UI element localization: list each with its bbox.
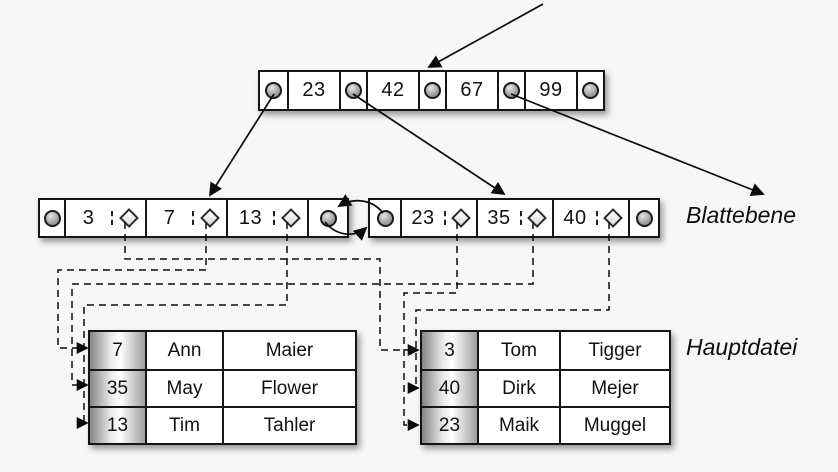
main-file-label: Hauptdatei	[686, 334, 798, 360]
leaf-node-right: 23 35 40	[368, 198, 660, 238]
leaf-key-cell: 3	[64, 200, 145, 236]
record-key: 3	[422, 332, 477, 369]
leaf-key-cell: 13	[226, 200, 307, 236]
leaf-key: 3	[82, 206, 95, 229]
entry-arrow-to-root	[427, 3, 544, 68]
record-first-name: Dirk	[477, 369, 559, 406]
record-last-name: Mejer	[559, 369, 669, 406]
leaf-key: 7	[163, 206, 176, 229]
root-node: 23 42 67 99	[258, 70, 605, 111]
pointer-circle-icon	[424, 82, 441, 99]
record-pointer-cell	[444, 208, 476, 228]
record-pointer-diamond-icon	[281, 208, 301, 228]
pointer-circle-icon	[635, 209, 653, 227]
record-key: 7	[90, 332, 145, 369]
pointer-circle-icon	[376, 209, 394, 227]
record-key: 40	[422, 369, 477, 406]
record-first-name: Tim	[145, 406, 222, 443]
root-key: 42	[366, 72, 418, 109]
root-pointer-cell	[260, 72, 287, 109]
record-last-name: Maier	[222, 332, 355, 369]
root-pointer-cell	[418, 72, 445, 109]
record-key: 35	[90, 369, 145, 406]
pointer-circle-icon	[503, 82, 520, 99]
record-pointer-cell	[111, 208, 145, 228]
record-first-name: May	[145, 369, 222, 406]
leaf-level-label: Blattebene	[686, 202, 796, 228]
root-pointer-cell	[497, 72, 524, 109]
leaf-key-cell: 23	[400, 200, 476, 236]
leaf-pointer-cell	[370, 200, 400, 236]
root-key: 99	[524, 72, 576, 109]
leaf-key-cell: 40	[552, 200, 628, 236]
record-last-name: Muggel	[559, 406, 669, 443]
leaf-key: 35	[487, 206, 511, 229]
leaf-key: 40	[563, 206, 587, 229]
pointer-circle-icon	[43, 209, 61, 227]
leaf-pointer-cell	[307, 200, 347, 236]
leaf-key: 23	[411, 206, 435, 229]
main-file-table-left: 7 Ann Maier 35 May Flower 13 Tim Tahler	[88, 330, 357, 445]
leaf-key-cell: 7	[145, 200, 226, 236]
record-key: 13	[90, 406, 145, 443]
record-pointer-cell	[273, 208, 307, 228]
pointer-circle-icon	[582, 82, 599, 99]
root-pointer-cell	[576, 72, 603, 109]
record-first-name: Ann	[145, 332, 222, 369]
record-last-name: Flower	[222, 369, 355, 406]
pointer-circle-icon	[345, 82, 362, 99]
root-pointer-cell	[339, 72, 366, 109]
record-pointer-cell	[192, 208, 226, 228]
record-first-name: Tom	[477, 332, 559, 369]
record-first-name: Maik	[477, 406, 559, 443]
record-pointer-diamond-icon	[119, 208, 139, 228]
leaf-node-left: 3 7 13	[38, 198, 349, 238]
record-pointer-diamond-icon	[200, 208, 220, 228]
record-pointer-cell	[596, 208, 628, 228]
record-last-name: Tigger	[559, 332, 669, 369]
record-key: 23	[422, 406, 477, 443]
root-key: 67	[445, 72, 497, 109]
pointer-circle-icon	[319, 209, 337, 227]
record-pointer-diamond-icon	[527, 208, 547, 228]
main-file-table-right: 3 Tom Tigger 40 Dirk Mejer 23 Maik Mugge…	[420, 330, 671, 445]
leaf-key-cell: 35	[476, 200, 552, 236]
record-pointer-diamond-icon	[603, 208, 623, 228]
pointer-circle-icon	[265, 82, 282, 99]
leaf-pointer-cell	[40, 200, 64, 236]
leaf-key: 13	[238, 206, 263, 229]
record-pointer-diamond-icon	[451, 208, 471, 228]
leaf-pointer-cell	[628, 200, 658, 236]
root-key: 23	[287, 72, 339, 109]
record-pointer-cell	[520, 208, 552, 228]
record-last-name: Tahler	[222, 406, 355, 443]
